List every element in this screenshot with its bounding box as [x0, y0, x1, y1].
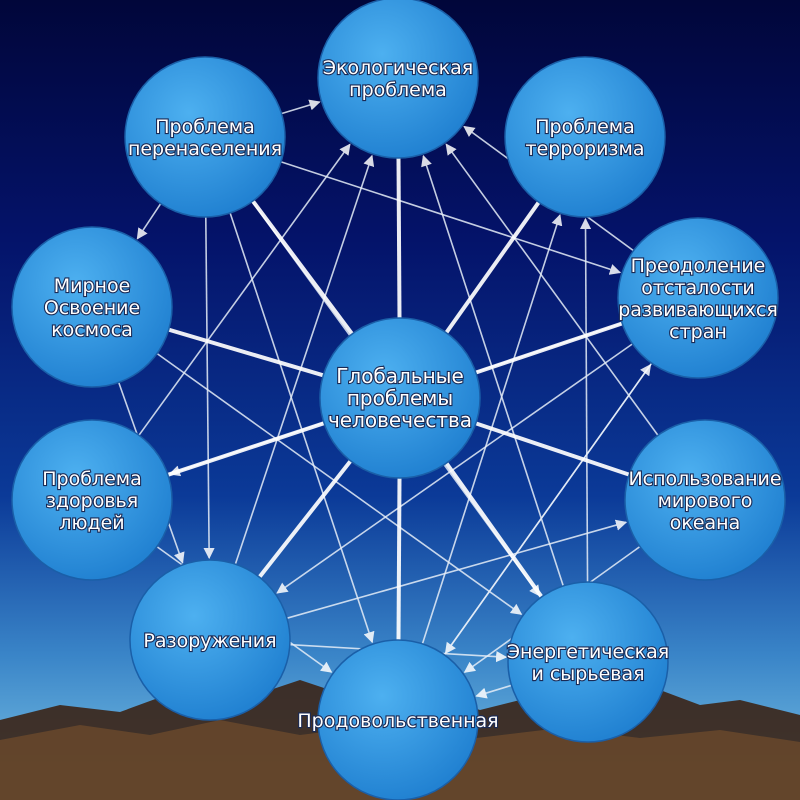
terrorism-label-line: Проблема	[535, 116, 635, 138]
arrow-energy-to-ecology	[421, 154, 568, 596]
backwardness-label-line: отсталости	[641, 277, 754, 299]
energy-label-line: Энергетическая	[507, 641, 669, 663]
arrow-backwardness-to-disarmament	[276, 337, 642, 594]
backwardness-label-line: стран	[669, 321, 727, 343]
space-label-line: Освоение	[44, 297, 140, 319]
ecology-label-line: проблема	[349, 79, 447, 101]
arrow-disarmament-to-ecology	[231, 154, 375, 574]
overpopulation-label-line: Проблема	[155, 116, 255, 138]
arrow-disarmament-to-ocean	[277, 519, 628, 622]
arrow-health-to-ecology	[132, 143, 351, 444]
center-label-line: проблемы	[347, 386, 453, 410]
center-circle	[319, 317, 481, 479]
health-label-line: Проблема	[42, 468, 142, 490]
health-label-line: здоровья	[46, 490, 138, 512]
terrorism-label-line: терроризма	[526, 138, 645, 160]
ecology-circle	[317, 0, 479, 159]
backwardness-circle	[617, 217, 779, 379]
backwardness-label-line: развивающихся	[618, 299, 778, 321]
arrow-overpopulation-to-backwardness	[271, 157, 622, 275]
ocean-label-line: океана	[670, 512, 741, 534]
arrow-overpopulation-to-food	[226, 203, 375, 644]
nodes-layer: ЭкологическаяпроблемаПроблематерроризмаП…	[11, 0, 786, 800]
overpopulation-circle	[124, 56, 286, 218]
health-label-line: людей	[59, 512, 124, 534]
ocean-label-line: мирового	[658, 490, 753, 512]
food-circle	[317, 639, 479, 800]
center-label-line: Глобальные	[336, 364, 464, 388]
energy-label-line: и сырьевая	[531, 663, 644, 685]
space-label-line: космоса	[51, 319, 133, 341]
health-circle	[11, 419, 173, 581]
problem-node-food: Продовольственная	[296, 639, 500, 800]
problem-node-disarmament: Разоружения	[129, 559, 291, 721]
energy-circle	[507, 581, 669, 743]
food-label-line: Продовольственная	[297, 710, 498, 732]
backwardness-label-line: Преодоление	[631, 255, 766, 277]
space-circle	[11, 226, 173, 388]
ecology-label-line: Экологическая	[323, 57, 473, 79]
space-label-line: Мирное	[54, 275, 131, 297]
disarmament-circle	[129, 559, 291, 721]
arrow-energy-to-terrorism	[579, 217, 592, 593]
center-label-line: человечества	[328, 408, 472, 432]
arrow-ocean-to-ecology	[445, 143, 665, 444]
terrorism-circle	[504, 56, 666, 218]
ocean-circle	[624, 419, 786, 581]
ocean-label-line: Использование	[628, 468, 781, 490]
overpopulation-label-line: перенаселения	[128, 138, 282, 160]
arrow-overpopulation-to-disarmament	[203, 206, 215, 560]
arrow-food-to-backwardness	[437, 363, 652, 664]
arrow-food-to-terrorism	[418, 214, 563, 654]
disarmament-label-line: Разоружения	[143, 630, 276, 652]
